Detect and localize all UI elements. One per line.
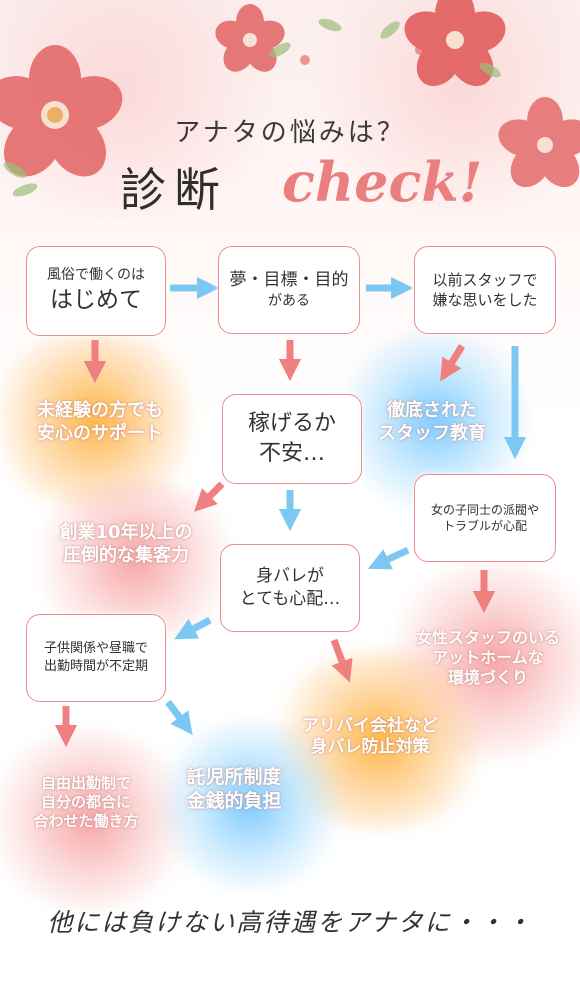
glow-support [0,330,210,510]
benefit-customers: 創業10年以上の 圧倒的な集客力 [36,522,216,567]
box-bad-experience: 以前スタッフで 嫌な思いをした [414,246,556,334]
box-identity: 身バレが とても心配… [220,544,360,632]
box-girls-line2: トラブルが心配 [442,519,527,533]
benefit-free-line3: 合わせた働き方 [33,811,139,830]
page-title: 診断 [120,163,228,217]
benefit-childcare: 託児所制度 金銭的負担 [164,766,304,814]
benefit-customers-line2: 圧倒的な集客力 [63,544,189,566]
leaf-decoration-left [3,162,38,197]
benefit-female-line1: 女性スタッフのいる [415,628,560,647]
subtitle: アナタの悩みは？ [174,118,406,148]
box-bad-line1: 以前スタッフで [432,270,538,289]
benefit-support: 未経験の方でも 安心のサポート [10,400,190,445]
box-bad-line2: 嫌な思いをした [432,291,538,309]
benefit-alibi-line1: アリバイ会社など [302,716,438,736]
benefit-female-line2: アットホームな [432,648,544,667]
flower-decoration-right [404,0,506,87]
benefit-support-line1: 未経験の方でも [37,400,163,421]
box-first-time-line2: はじめて [50,286,142,313]
flower-decoration-left [0,45,123,177]
box-schedule-line2: 出勤時間が不定期 [43,659,148,674]
box-identity-line2: とても心配… [239,589,341,609]
box-schedule: 子供関係や昼職で 出勤時間が不定期 [26,614,166,702]
benefit-female-line3: 環境づくり [447,668,528,687]
benefit-support-line2: 安心のサポート [37,422,163,444]
box-first-time: 風俗で働くのは はじめて [26,246,166,336]
benefit-training-line2: スタッフ教育 [378,422,486,444]
arrow-schedule-to-childcare [165,699,193,735]
benefit-female-staff: 女性スタッフのいる アットホームな 環境づくり [398,628,578,688]
arrow-bad-to-training [440,344,465,382]
benefit-free-schedule: 自由出勤制で 自分の都合に 合わせた働き方 [6,774,166,830]
box-earn-anxiety: 稼げるか 不安… [222,394,362,484]
box-dream-line2: がある [268,293,310,310]
arrow-anxiety-to-customers [194,481,225,512]
benefit-customers-line1: 創業10年以上の [59,522,193,543]
box-schedule-line1: 子供関係や昼職で [43,641,148,657]
box-girls-trouble: 女の子同士の派閥や トラブルが心配 [414,474,556,562]
arrow-identity-to-alibi [330,638,353,683]
arrow-identity-to-schedule [174,616,212,640]
benefit-alibi-line2: 身バレ防止対策 [310,737,430,758]
box-identity-line1: 身バレが [256,566,324,587]
title-accent: check! [282,150,483,214]
box-dream-line1: 夢・目標・目的 [229,270,349,291]
box-girls-line1: 女の子同士の派閥や [430,502,539,517]
benefit-free-line2: 自分の都合に [40,792,131,811]
box-dream: 夢・目標・目的 がある [218,246,360,334]
glow-childcare [150,720,350,890]
benefit-childcare-line1: 託児所制度 [186,766,282,788]
box-anxiety-line1: 稼げるか [247,411,336,437]
arrow-girls-to-identity [367,546,410,570]
benefit-childcare-line2: 金銭的負担 [186,789,282,812]
benefit-alibi: アリバイ会社など 身バレ防止対策 [284,716,456,759]
box-anxiety-line2: 不安… [258,441,325,466]
benefit-free-line1: 自由出勤制で [40,774,131,792]
leaf-decoration [269,18,501,78]
box-first-time-line1: 風俗で働くのは [47,267,145,284]
benefit-training-line1: 徹底された [387,400,477,421]
benefit-staff-training: 徹底された スタッフ教育 [352,400,512,445]
flower-decoration-top [215,4,285,72]
footer-text: 他には負けない高待遇をアナタに・・・ [47,908,533,937]
